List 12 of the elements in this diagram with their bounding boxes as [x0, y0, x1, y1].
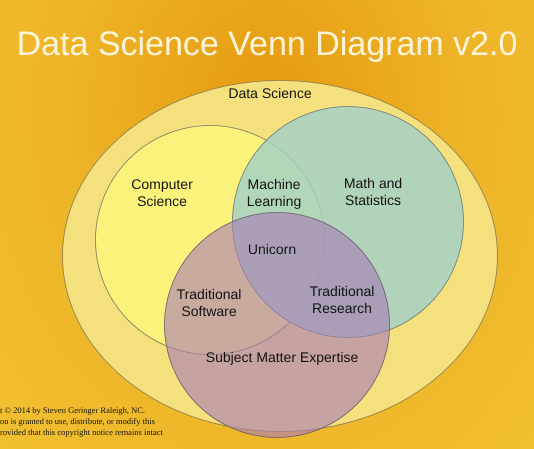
set-label: Math and Statistics — [342, 175, 404, 209]
region-label: Unicorn — [246, 241, 298, 258]
title: Data Science Venn Diagram v2.0 — [16, 24, 518, 65]
region-label: Machine Learning — [246, 176, 302, 210]
region-label: Traditional Research — [308, 283, 376, 317]
set-label: Data Science — [227, 85, 313, 102]
region-label: Traditional Software — [176, 286, 242, 320]
copyright-note: rovided that this copyright notice remains intact — [0, 427, 163, 438]
copyright-note: t © 2014 by Steven Geringer Raleigh, NC. — [0, 405, 146, 416]
copyright-note: on is granted to use, distribute, or modify this — [0, 416, 155, 427]
set-label: Computer Science — [130, 176, 194, 210]
set-label: Subject Matter Expertise — [204, 349, 360, 366]
